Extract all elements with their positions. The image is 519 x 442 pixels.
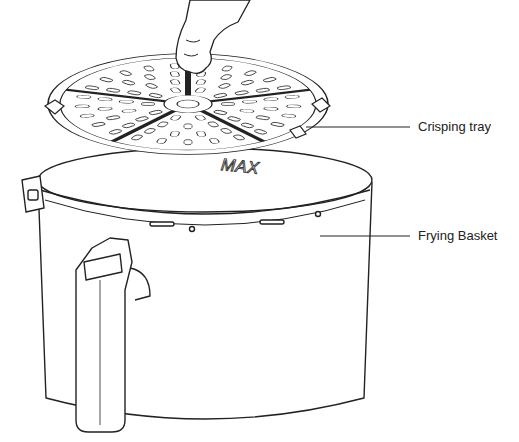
tray-slot (212, 110, 228, 115)
tray-slot (263, 107, 278, 111)
handle-edge (100, 280, 101, 425)
tray-slot (108, 129, 123, 135)
tray-slot (253, 129, 268, 135)
basket-clip (22, 176, 44, 212)
tray-slot (118, 70, 133, 76)
tray-slot (242, 100, 257, 103)
tray-slot (98, 77, 114, 82)
tray-slot (196, 79, 207, 85)
tray-slot (221, 66, 234, 72)
tray-slot (232, 135, 246, 141)
tray-slot (255, 115, 271, 120)
tray-slot (134, 116, 150, 122)
tray-slot (170, 131, 180, 136)
tray-tab (45, 100, 64, 114)
tray-slot (209, 138, 220, 144)
tray-slot (255, 88, 271, 93)
tray-spoke (202, 111, 263, 141)
tray-slot (194, 87, 206, 93)
tray-slot (84, 85, 100, 90)
tray-slot (126, 90, 142, 95)
band-rivet (316, 212, 321, 217)
tray-spoke (113, 111, 174, 141)
tray-slot (221, 103, 235, 106)
tray-slot (170, 87, 182, 93)
tray-slot (207, 122, 220, 128)
tray-slot (219, 74, 232, 80)
tray-slot (156, 122, 169, 128)
tray-slot (263, 97, 278, 101)
max-mark: MAX (220, 155, 260, 179)
tray-slot (217, 83, 232, 89)
tray-slot (119, 100, 134, 103)
basket-band (45, 200, 365, 225)
tray-slot (219, 128, 232, 134)
tray-slot (121, 80, 137, 86)
part-label: Frying Basket (418, 228, 497, 244)
tray-slot (148, 110, 164, 115)
tray-slot (240, 80, 256, 86)
tray-slot (121, 109, 137, 113)
tray-slot (226, 116, 242, 122)
tray-slot (194, 115, 206, 121)
tray-slot (243, 70, 258, 76)
tray-slot (121, 123, 137, 129)
part-label: Crisping tray (418, 119, 491, 135)
tray-slot (79, 114, 95, 118)
tray-slot (143, 128, 156, 134)
tray-slot (184, 124, 192, 129)
handle-bracket (130, 268, 150, 300)
tray-tab (312, 98, 330, 112)
tray-tab (290, 126, 306, 138)
tray-slot (276, 85, 292, 90)
tray-slot (148, 93, 164, 98)
tray-slot (281, 114, 297, 118)
hand (176, 0, 250, 73)
tray-slot (269, 122, 285, 127)
tray-slot (170, 71, 180, 76)
tray-slot (144, 83, 159, 89)
tray-slot (156, 138, 167, 144)
tray-slot (75, 105, 89, 108)
tray-slot (143, 66, 156, 72)
tray-slot (234, 90, 250, 95)
tray-slot (262, 77, 278, 82)
tray-slot (284, 95, 299, 99)
tray-slot (141, 103, 155, 106)
tray-slot (90, 122, 106, 127)
basket-handle (76, 238, 132, 432)
tray-slot (184, 140, 192, 145)
tray-slot (170, 115, 182, 121)
tray-slot (105, 115, 121, 120)
band-rivet (190, 227, 195, 232)
tray-slot (130, 135, 144, 141)
tray-slot (239, 109, 255, 113)
leader-line (306, 127, 410, 128)
tray-slot (97, 107, 112, 111)
leader-line (320, 236, 410, 237)
band-slot (150, 222, 174, 226)
basket-rim-front (40, 190, 370, 214)
tray-slot (240, 123, 256, 129)
tray-slot (97, 97, 112, 101)
handle-top (84, 254, 122, 280)
basket-clip-button (28, 190, 38, 200)
hand-fingers (184, 40, 200, 56)
tray-slot (76, 95, 91, 99)
tray-slot (170, 79, 181, 85)
tray-slot (212, 93, 228, 98)
tray-slot (105, 88, 121, 93)
tray-slot (196, 131, 206, 136)
band-slot (260, 220, 284, 224)
tray-slot (287, 105, 301, 108)
tray-slot (143, 74, 156, 80)
